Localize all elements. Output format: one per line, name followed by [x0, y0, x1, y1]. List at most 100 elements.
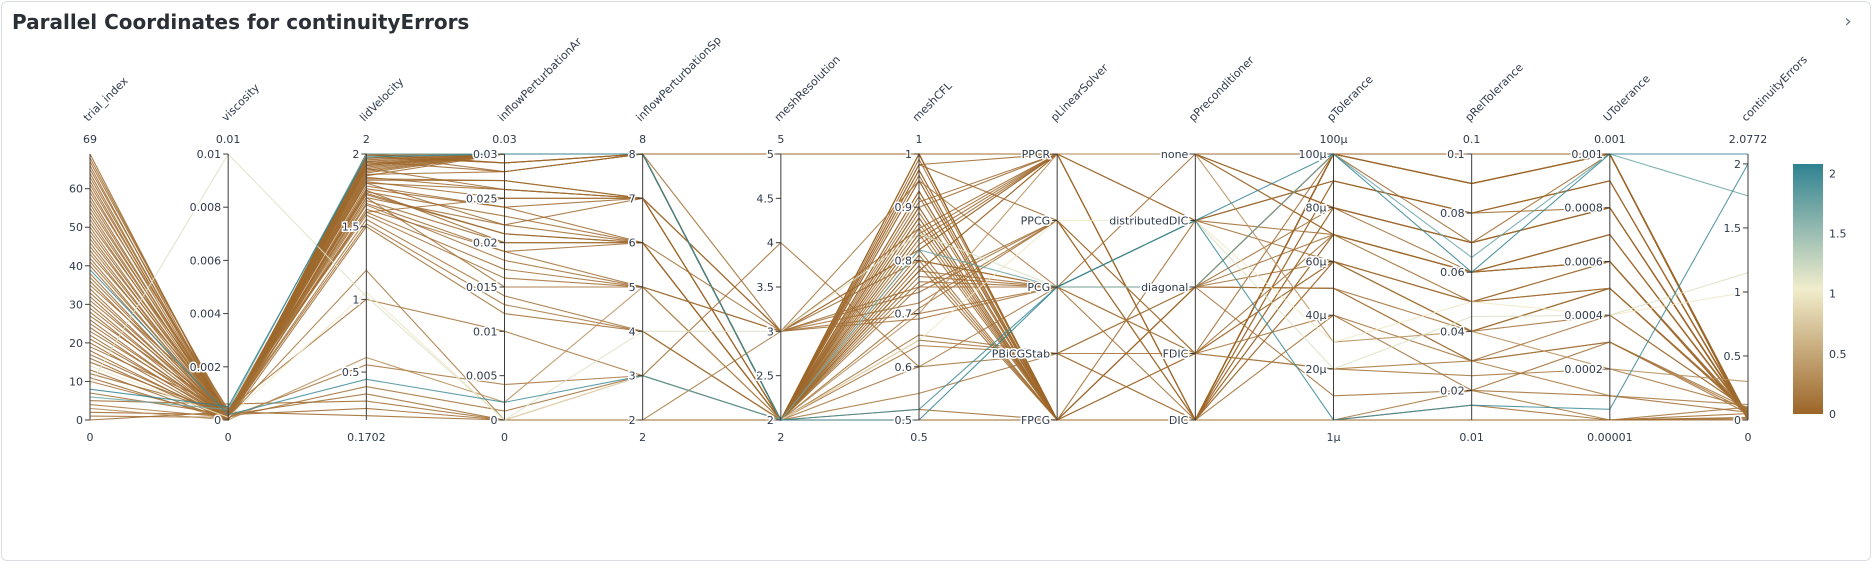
axis-label[interactable]: meshCFL: [910, 79, 955, 124]
axis-tick-label: 0.5: [1724, 350, 1742, 363]
axis-tick-label: 3.5: [756, 281, 774, 294]
axis-range-max: 69: [83, 133, 97, 146]
axis-tick-label: 2: [629, 414, 636, 427]
axis-tick-label: 0.9: [895, 201, 913, 214]
axis-label[interactable]: UTolerance: [1601, 72, 1653, 124]
axis-range-max: 0.1: [1463, 133, 1481, 146]
axis-tick-label: 0.8: [895, 254, 913, 267]
axis-label[interactable]: continuityErrors: [1739, 53, 1810, 124]
axis-tick-label: PBiCGStab: [992, 348, 1050, 361]
axis-range-max: 2.0772: [1729, 133, 1768, 146]
axis-tick-label: 6: [629, 237, 636, 250]
axis-label[interactable]: inflowPerturbationAr: [495, 35, 584, 124]
axis-tick-label: 3: [767, 325, 774, 338]
axis-tick-label: 10: [69, 375, 83, 388]
axis-tick-label: 0.002: [190, 361, 222, 374]
axis-tick-label: DIC: [1169, 414, 1189, 427]
colorbar-tick-label: 0: [1829, 408, 1836, 421]
axis-label[interactable]: pRelTolerance: [1463, 61, 1526, 124]
axis-range-max: 100μ: [1320, 133, 1348, 146]
axis-UTolerance[interactable]: UTolerance0.0010.000010.0010.00080.00060…: [1563, 72, 1653, 444]
axis-tick-label: 1: [905, 148, 912, 161]
axis-range-min: 0: [225, 431, 232, 444]
colorbar-tick-label: 1.5: [1829, 227, 1847, 240]
axis-tick-label: 60: [69, 183, 83, 196]
axis-inflowPerturbationAmplitude[interactable]: inflowPerturbationAr0.0300.030.0250.020.…: [465, 35, 585, 444]
axis-tick-label: 4.5: [756, 192, 774, 205]
axis-range-max: 2: [363, 133, 370, 146]
axis-tick-label: 3: [629, 370, 636, 383]
axis-label[interactable]: inflowPerturbationSp: [634, 34, 724, 124]
axis-tick-label: 0.0004: [1564, 309, 1603, 322]
colorbar-tick-label: 2: [1829, 167, 1836, 180]
axis-range-max: 0.01: [216, 133, 241, 146]
axis-tick-label: 0.0008: [1564, 202, 1603, 215]
axis-label[interactable]: pPreconditioner: [1186, 53, 1257, 124]
panel-title: Parallel Coordinates for continuityError…: [12, 10, 470, 34]
axis-tick-label: 1.5: [1724, 222, 1742, 235]
axis-tick-label: 2: [352, 148, 359, 161]
axis-tick-label: 0.0006: [1564, 255, 1603, 268]
axis-label[interactable]: meshResolution: [772, 53, 843, 124]
colorbar: 21.510.50: [1793, 164, 1847, 421]
axis-tick-label: 0.01: [473, 325, 498, 338]
axis-tick-label: 4: [767, 237, 774, 250]
axis-range-min: 0: [501, 431, 508, 444]
axis-tick-label: 0.08: [1440, 207, 1465, 220]
axis-tick-label: 0.008: [190, 201, 222, 214]
axis-pPreconditioner[interactable]: pPreconditionernonedistributedDICdiagona…: [1108, 53, 1257, 428]
axis-tick-label: 0.04: [1440, 325, 1465, 338]
axis-tick-label: 40: [69, 260, 83, 273]
chevron-right-icon[interactable]: ›: [1844, 11, 1852, 32]
axis-tick-label: 0.015: [466, 281, 498, 294]
axis-tick-label: 0.005: [466, 370, 498, 383]
axis-tick-label: 4: [629, 325, 636, 338]
axis-tick-label: 0.001: [1571, 148, 1603, 161]
axis-label[interactable]: trial_index: [81, 74, 131, 124]
axis-tick-label: 1.5: [342, 221, 360, 234]
axis-tick-label: 0.7: [895, 308, 913, 321]
axis-tick-label: 0.02: [473, 237, 498, 250]
axis-label[interactable]: pTolerance: [1324, 73, 1375, 124]
colorbar-tick-label: 1: [1829, 288, 1836, 301]
axis-tick-label: 30: [69, 298, 83, 311]
axis-tick-label: 20μ: [1306, 363, 1327, 376]
axis-label[interactable]: pLinearSolver: [1048, 61, 1111, 124]
axis-tick-label: 0: [76, 414, 83, 427]
axis-tick-label: 7: [629, 192, 636, 205]
axis-range-max: 8: [639, 133, 646, 146]
axis-tick-label: PPCR: [1022, 148, 1051, 161]
axis-range-min: 2: [639, 431, 646, 444]
axis-tick-label: PCG: [1027, 281, 1050, 294]
axis-tick-label: 40μ: [1306, 309, 1327, 322]
axis-tick-label: 0.006: [190, 254, 222, 267]
axis-tick-label: 0.02: [1440, 384, 1465, 397]
axis-tick-label: 0.6: [895, 361, 913, 374]
axis-tick-label: 5: [767, 148, 774, 161]
axis-tick-label: 2: [1734, 158, 1741, 171]
axis-range-min: 0: [87, 431, 94, 444]
axis-range-min: 2: [777, 431, 784, 444]
axis-tick-label: 100μ: [1299, 148, 1327, 161]
axis-label[interactable]: viscosity: [219, 81, 262, 124]
axis-range-min: 1μ: [1327, 431, 1341, 444]
axis-range-max: 5: [777, 133, 784, 146]
axis-tick-label: 5: [629, 281, 636, 294]
axis-range-min: 0.00001: [1587, 431, 1633, 444]
axis-tick-label: 0.03: [473, 148, 498, 161]
axis-tick-label: 0: [214, 414, 221, 427]
colorbar-gradient: [1793, 164, 1823, 414]
axis-tick-label: distributedDIC: [1109, 215, 1188, 228]
axis-range-max: 1: [916, 133, 923, 146]
axis-tick-label: 0.1: [1447, 148, 1465, 161]
axis-label[interactable]: lidVelocity: [357, 75, 406, 124]
axis-tick-label: 20: [69, 337, 83, 350]
axis-tick-label: 1: [1734, 286, 1741, 299]
axis-tick-label: 0.06: [1440, 266, 1465, 279]
